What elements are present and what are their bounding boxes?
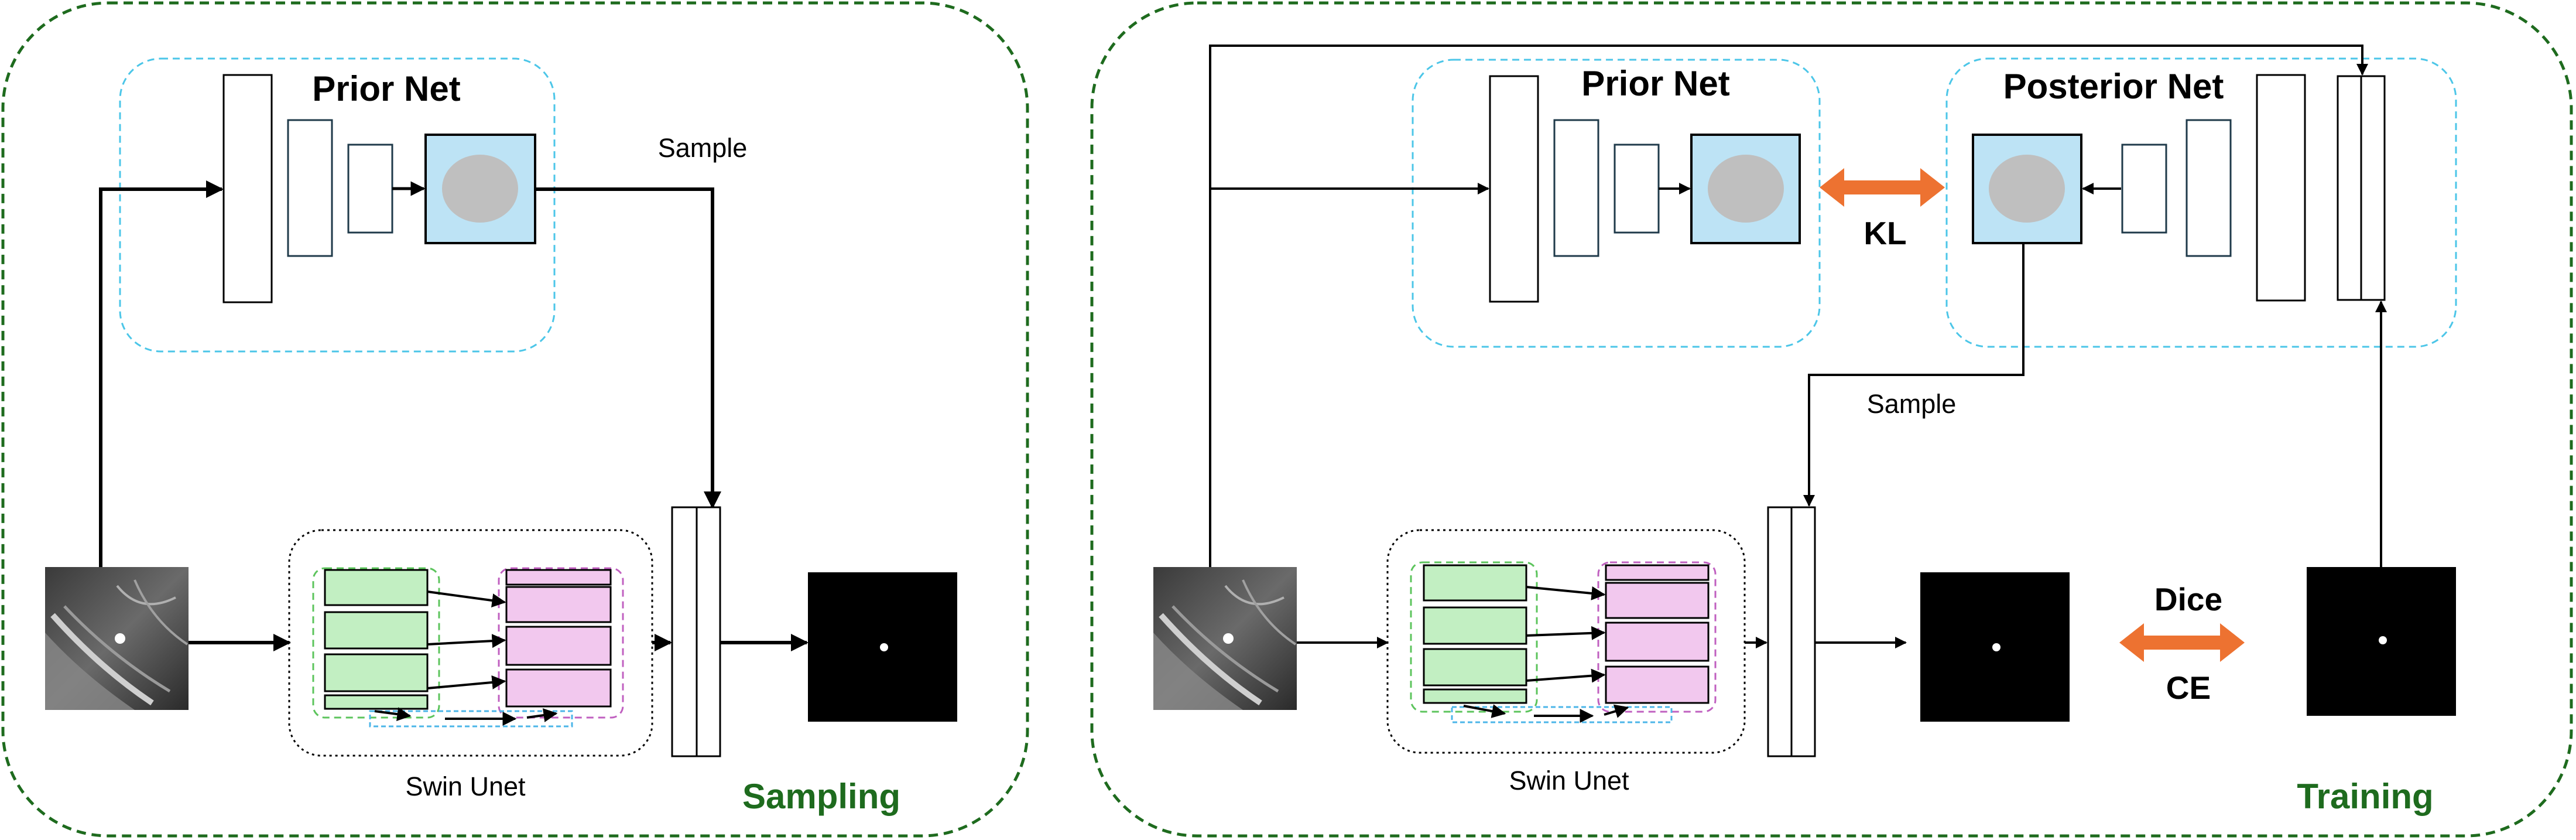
prior-net-label: Prior Net	[1581, 64, 1729, 103]
encoder-layer-1	[222, 74, 273, 303]
skip-connection-3	[1526, 668, 1606, 683]
bottleneck-arrow-3	[526, 708, 558, 722]
sample-arrow-right	[1803, 243, 2025, 507]
kl-label: KL	[1864, 215, 1906, 251]
prior-net-box-left: Prior Net	[119, 57, 556, 353]
encoder-block-2	[324, 611, 429, 650]
decoder-block-2	[1605, 582, 1710, 619]
sample-label: Sample	[1867, 389, 1957, 419]
encoder-group	[1410, 561, 1538, 713]
latent-distribution-icon	[442, 155, 518, 223]
encoder-block-2	[1423, 606, 1527, 645]
skip-connection-2	[427, 634, 506, 648]
bottleneck-arrow-1	[1463, 704, 1506, 718]
swin-unet-right: Swin Unet	[1386, 529, 1746, 795]
prior-net-border	[1412, 59, 1821, 348]
concat-block-b	[1790, 506, 1816, 757]
prior-net-label: Prior Net	[312, 69, 460, 108]
ct-input-image-right	[1153, 567, 1297, 710]
swin-unet-label: Swin Unet	[1509, 766, 1629, 795]
ce-label: CE	[2166, 670, 2211, 706]
swin-unet-label: Swin Unet	[405, 771, 526, 801]
concat-block-a	[1767, 506, 1793, 757]
dice-label: Dice	[2154, 581, 2222, 617]
posterior-net-label: Posterior Net	[2003, 67, 2224, 106]
bottleneck	[1451, 706, 1673, 723]
kl-double-arrow	[1820, 168, 1945, 207]
training-panel: Prior Net KL Posterior Net	[1090, 1, 2573, 838]
concat-block-b	[696, 506, 721, 757]
prior-net-box-right: Prior Net	[1412, 59, 1821, 348]
prior-net-border	[119, 57, 556, 353]
skip-connection-1	[1526, 586, 1606, 600]
concat-input-b	[2360, 75, 2386, 301]
encoder-layer-1	[2256, 74, 2306, 302]
image-to-prior-arrow	[99, 180, 224, 567]
predicted-mask-spot	[1992, 643, 2000, 651]
decoder-block-3	[1605, 622, 1710, 662]
encoder-block-1	[324, 569, 429, 606]
posterior-net-box: Posterior Net	[1945, 57, 2457, 348]
ground-truth-mask-spot	[2379, 636, 2387, 644]
training-label: Training	[2297, 777, 2433, 816]
sampling-panel: Prior Net Sample	[1, 1, 1029, 838]
encoder-block-4	[324, 694, 429, 710]
bottleneck	[369, 710, 573, 728]
concat-input-a	[2337, 75, 2362, 301]
bottleneck-arrow-1	[374, 707, 412, 722]
decoder-block-2	[505, 586, 612, 623]
sampling-label: Sampling	[742, 777, 900, 816]
skip-connection-1	[427, 590, 506, 607]
posterior-net-border	[1945, 57, 2457, 348]
sample-label: Sample	[658, 133, 748, 163]
decoder-group	[1597, 561, 1717, 713]
dice-ce-double-arrow	[2119, 623, 2245, 662]
skip-connection-2	[1526, 626, 1606, 640]
bottleneck-arrow-3	[1604, 704, 1629, 718]
decoder-block-1	[505, 569, 612, 586]
encoder-layer-2	[2186, 119, 2232, 257]
encoder-layer-2	[287, 119, 333, 257]
ct-input-image-left	[45, 567, 189, 710]
encoder-block-3	[1423, 648, 1527, 687]
output-mask-spot	[880, 643, 888, 651]
decoder-block-1	[1605, 564, 1710, 581]
encoder-layer-1	[1489, 75, 1539, 303]
decoder-block-4	[1605, 665, 1710, 704]
encoder-layer-3	[2121, 144, 2167, 234]
encoder-layer-2	[1553, 119, 1599, 257]
encoder-block-4	[1423, 688, 1527, 704]
encoder-block-1	[1423, 564, 1527, 602]
encoder-layer-3	[1614, 144, 1660, 234]
training-panel-border	[1090, 1, 2573, 838]
decoder-block-3	[505, 626, 612, 666]
encoder-group	[312, 567, 440, 719]
decoder-block-4	[505, 668, 612, 708]
swin-unet-left: Swin Unet	[288, 529, 653, 801]
latent-distribution-icon	[1989, 155, 2065, 223]
encoder-layer-3	[347, 144, 393, 234]
concat-block-a	[671, 506, 698, 757]
sample-arrow-left	[535, 187, 721, 509]
encoder-block-3	[324, 653, 429, 692]
latent-distribution-icon	[1708, 155, 1784, 223]
skip-connection-3	[427, 675, 506, 689]
image-to-posterior-arrow	[1209, 45, 2368, 567]
